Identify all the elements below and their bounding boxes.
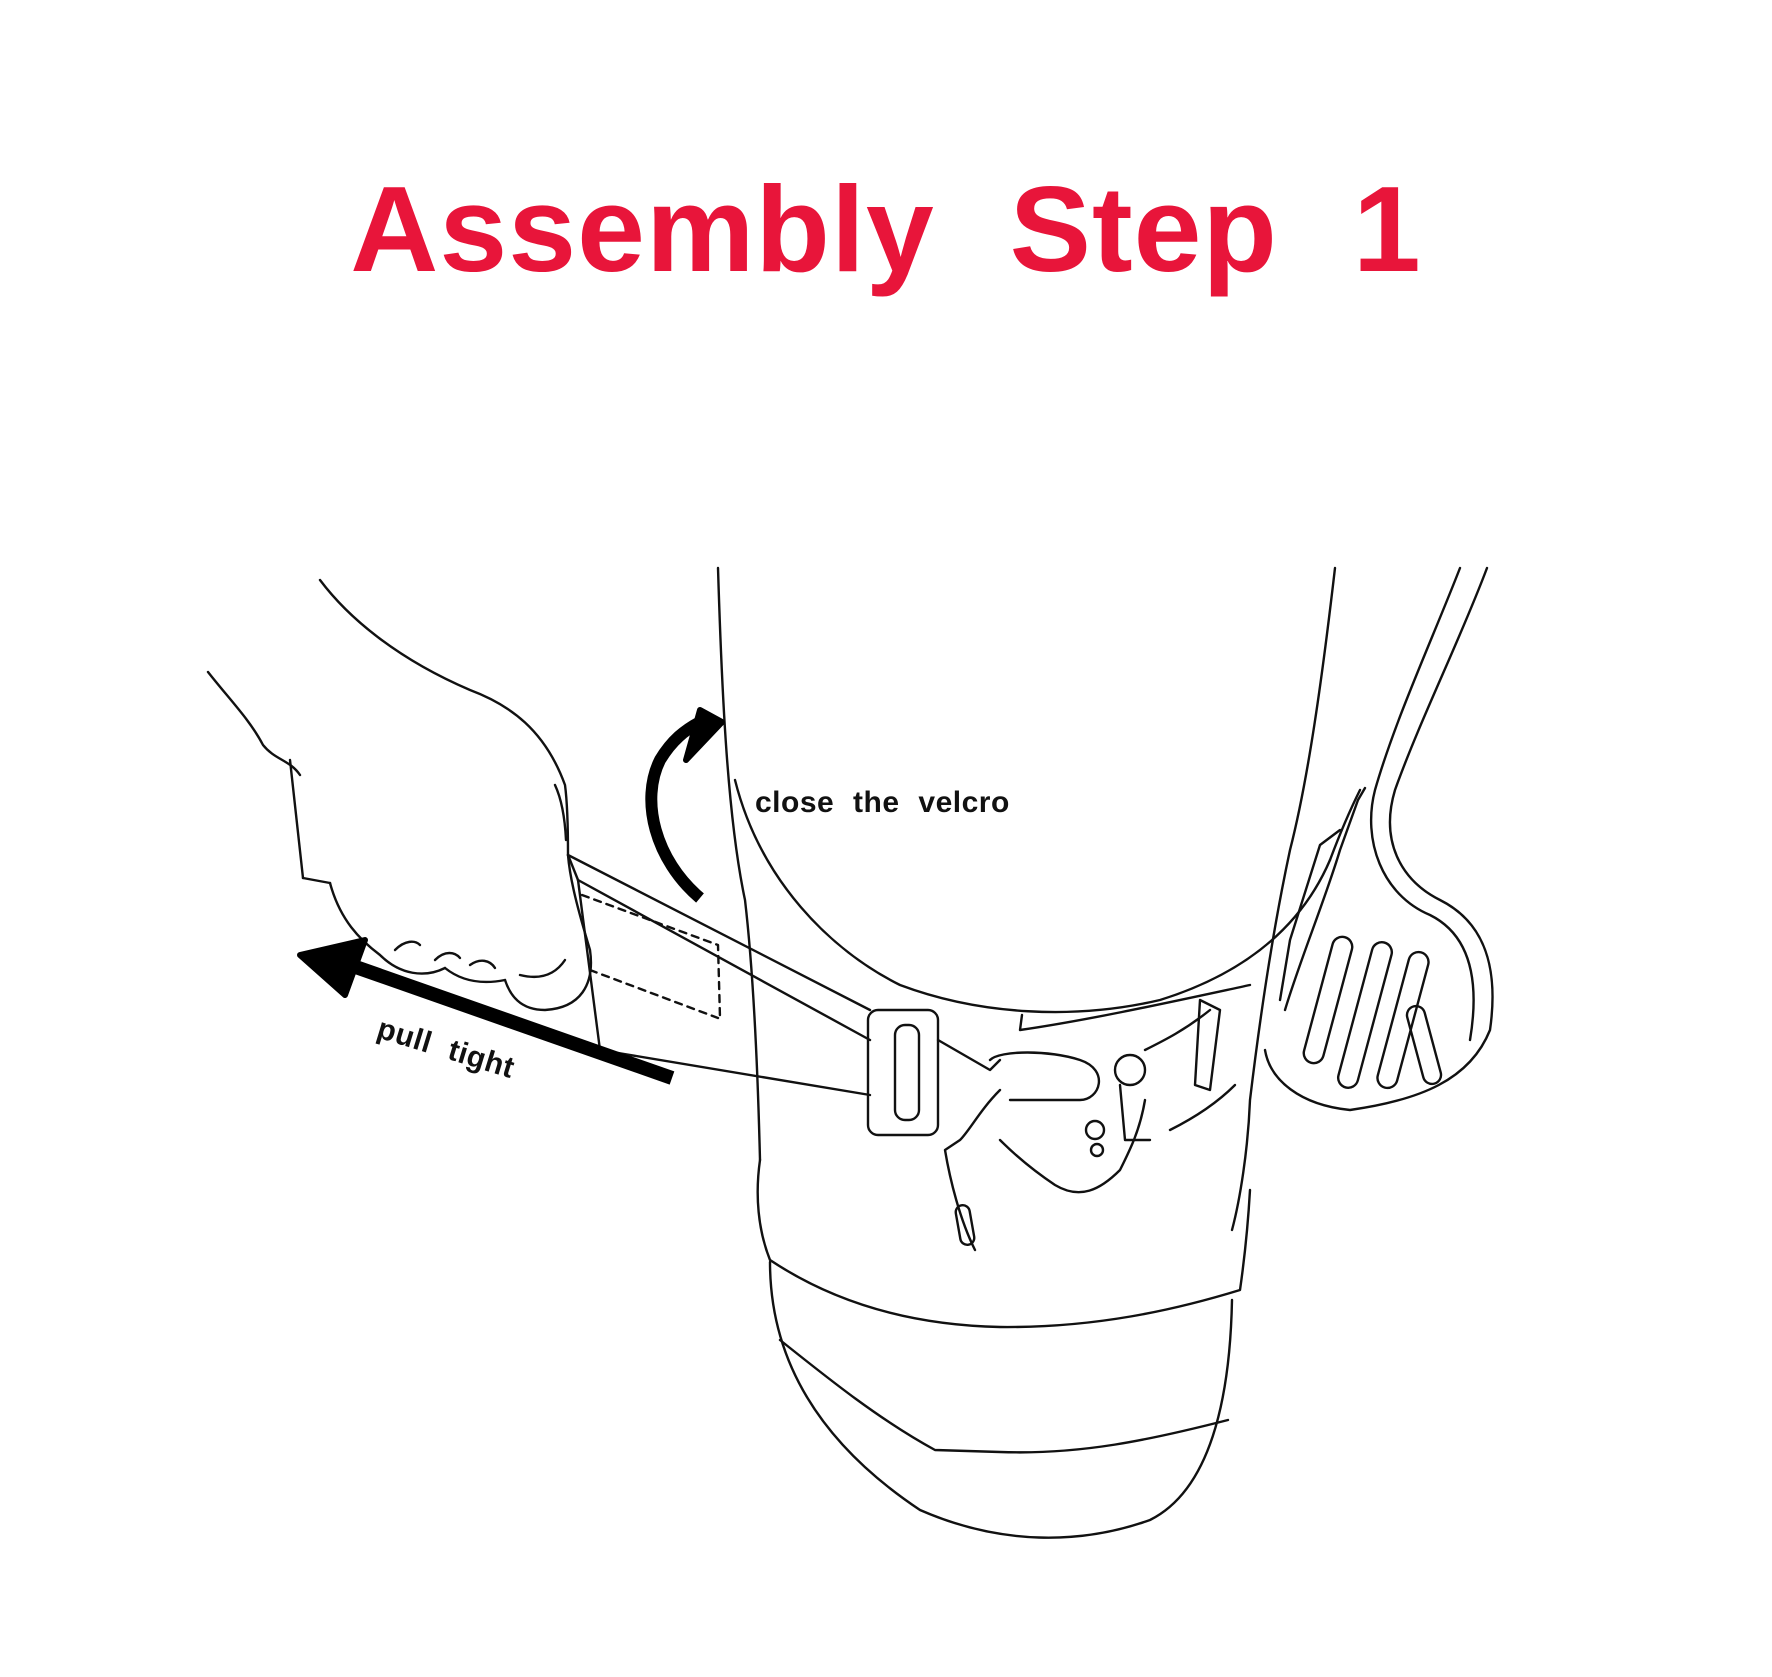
- straight-arrow-icon: [297, 937, 675, 1085]
- leg-outline: [716, 566, 1337, 1232]
- curved-arrow-icon: [645, 707, 725, 903]
- page-title: Assembly Step 1: [350, 161, 1422, 297]
- knee-cup: [756, 1158, 1252, 1539]
- velcro-strap: [566, 853, 872, 1097]
- thigh-cuff: [733, 778, 1362, 1032]
- hand: [206, 578, 593, 1012]
- hinge-plate: [1263, 566, 1494, 1112]
- ratchet-buckle: [866, 998, 1237, 1252]
- close-velcro-label: close the velcro: [755, 786, 1010, 819]
